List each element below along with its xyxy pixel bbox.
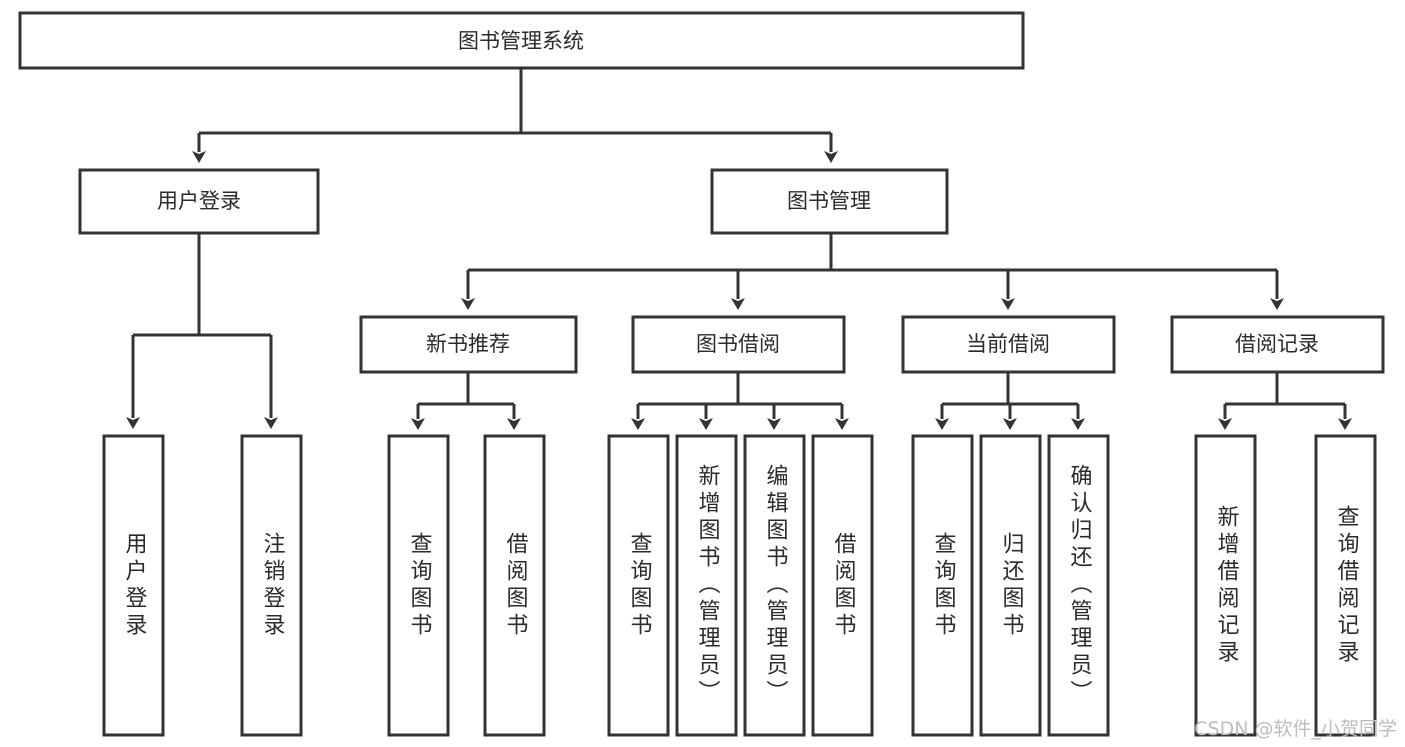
book-management-node-label: 图书管理 (787, 189, 871, 213)
node-borrow-record[interactable] (1170, 315, 1385, 374)
leaf-node-query-book-2[interactable] (607, 434, 670, 737)
leaf-node-add-record[interactable] (1194, 434, 1257, 737)
connector-borrowrecord-to-leaves (1218, 372, 1352, 430)
connector-newbook-to-leaves (411, 372, 521, 430)
node-new-book-recommend[interactable] (359, 315, 578, 374)
node-root-book-management-system[interactable] (18, 11, 1025, 70)
node-book-borrow[interactable] (631, 315, 846, 374)
connector-bookmanage-to-level3 (461, 233, 1284, 310)
leaf-node-query-book-1[interactable] (387, 434, 450, 737)
leaf-node-confirm-return[interactable] (1047, 434, 1110, 737)
leaf-node-user-login[interactable] (102, 434, 165, 737)
leaf-node-query-record[interactable] (1314, 434, 1377, 737)
leaf-node-query-book-3[interactable] (911, 434, 974, 737)
leaf-node-borrow-book-2[interactable] (811, 434, 874, 737)
connector-currentborrow-to-leaves (935, 372, 1085, 430)
leaf-node-add-book[interactable] (675, 434, 738, 737)
leaf-node-return-book[interactable] (979, 434, 1042, 737)
node-user-login[interactable] (78, 168, 320, 235)
node-current-borrow[interactable] (901, 315, 1116, 374)
connector-bookborrow-to-leaves (631, 372, 849, 430)
connector-root-to-level2 (192, 68, 838, 163)
book-borrow-node-label: 图书借阅 (696, 332, 780, 356)
root-node-label: 图书管理系统 (458, 29, 584, 53)
node-book-management[interactable] (710, 168, 949, 235)
connector-userlogin-to-leaves (126, 233, 278, 429)
current-borrow-node-label: 当前借阅 (966, 332, 1050, 356)
leaf-node-borrow-book-1[interactable] (483, 434, 546, 737)
leaf-node-logout[interactable] (240, 434, 303, 737)
new-book-recommend-node-label: 新书推荐 (426, 332, 510, 356)
leaf-node-edit-book[interactable] (743, 434, 806, 737)
borrow-record-node-label: 借阅记录 (1235, 332, 1319, 356)
csdn-watermark: CSDN @软件_小贺同学 (1194, 718, 1397, 740)
user-login-node-label: 用户登录 (157, 189, 241, 213)
